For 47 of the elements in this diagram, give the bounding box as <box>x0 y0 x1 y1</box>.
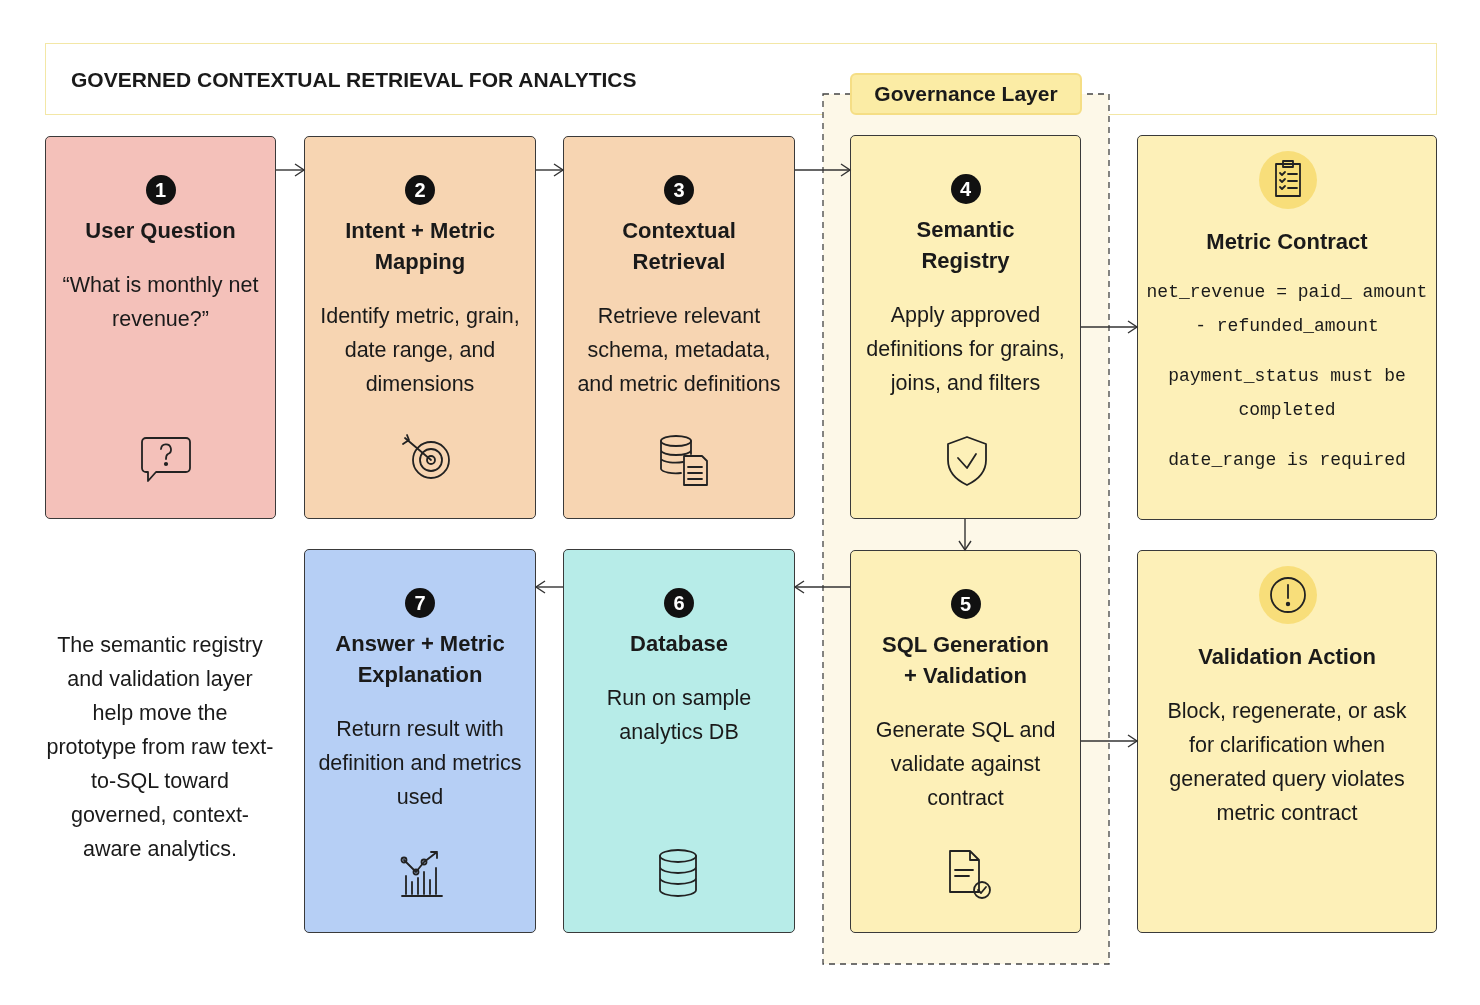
arrow <box>275 163 305 177</box>
process-box <box>563 549 795 933</box>
group-title: Governance Layer <box>850 73 1082 115</box>
node-heading: Answer + Metric Explanation <box>334 630 506 689</box>
node-description: Run on sample analytics DB <box>605 685 753 746</box>
arrow <box>1080 320 1138 334</box>
governance-group <box>822 73 1110 965</box>
step-number: 1 <box>145 175 176 205</box>
process-box <box>1137 550 1437 933</box>
node-description: Apply approved definitions for grains, joins, and filters <box>865 302 1066 397</box>
step-number: 4 <box>950 174 981 204</box>
process-box <box>563 136 795 519</box>
node-description: Retrieve relevant schema, metadata, and metric definitions <box>576 303 782 398</box>
process-box <box>850 550 1081 933</box>
node-heading: Intent + Metric Mapping <box>344 217 496 276</box>
process-box <box>304 549 536 933</box>
arrow <box>1080 734 1138 748</box>
arrow <box>958 518 972 551</box>
node-description: Block, regenerate, or ask for clarification when generated query violates metric contract <box>1166 698 1408 827</box>
arrow <box>535 163 564 177</box>
node-description: Generate SQL and validate against contract <box>874 717 1057 812</box>
node-heading: Contextual Retrieval <box>621 217 737 276</box>
node-heading: SQL Generation + Validation <box>880 631 1051 690</box>
note-text: The semantic registry and validation layer help move the prototype from raw text-to-SQL toward governed, context-aware analytics. <box>45 632 275 863</box>
node-description: “What is monthly net revenue?” <box>61 272 260 333</box>
node-heading: User Question <box>84 217 237 245</box>
node-description: Identify metric, grain, date range, and dimensions <box>319 303 521 398</box>
node-heading: Metric Contract <box>1205 228 1369 256</box>
step-number: 5 <box>950 589 981 619</box>
node-description: payment_status must be completed <box>1167 365 1407 422</box>
step-number: 7 <box>405 588 435 618</box>
node-heading: Database <box>629 630 729 658</box>
process-box <box>45 136 276 519</box>
arrow <box>794 163 851 177</box>
arrow <box>794 580 851 594</box>
arrow <box>535 580 564 594</box>
node-description: Return result with definition and metrics used <box>317 716 523 811</box>
process-box <box>850 135 1081 519</box>
node-description: date_range is required <box>1167 449 1407 472</box>
node-heading: Validation Action <box>1197 643 1377 671</box>
step-number: 2 <box>405 175 435 205</box>
node-description: net_revenue = paid_ amount - refunded_amount <box>1146 281 1428 338</box>
step-number: 3 <box>664 175 694 205</box>
process-box <box>304 136 536 519</box>
node-heading: Semantic Registry <box>915 216 1016 275</box>
process-box <box>1137 135 1437 520</box>
step-number: 6 <box>664 588 694 618</box>
